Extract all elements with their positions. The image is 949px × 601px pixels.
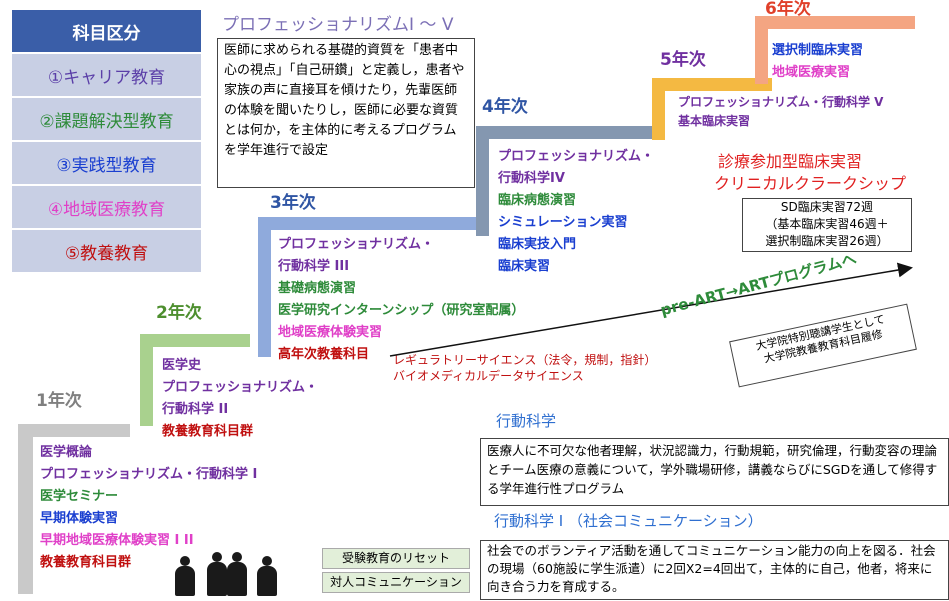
course-community-practice: 地域医療体験実習 bbox=[278, 325, 383, 340]
sd-line-1: SD臨床実習72週 bbox=[780, 200, 874, 214]
course-history: 医学史 bbox=[162, 358, 202, 373]
legend-item-practical: ③実践型教育 bbox=[12, 142, 201, 184]
year5-courses: プロフェッショナリズム・行動科学 V 基本臨床実習 bbox=[678, 93, 883, 131]
course-liberal-arts-2: 教養教育科目群 bbox=[162, 424, 254, 439]
legend-item-liberal-arts: ⑤教養教育 bbox=[12, 230, 201, 272]
course-professionalism-5: プロフェッショナリズム・行動科学 V bbox=[678, 95, 884, 109]
year4-label: 4年次 bbox=[482, 97, 528, 117]
legend-item-problem-solving: ②課題解決型教育 bbox=[12, 98, 201, 140]
stair-year5-side bbox=[652, 78, 665, 140]
year3-label: 3年次 bbox=[270, 193, 316, 213]
stair-year6-side bbox=[755, 16, 768, 84]
tag-exam-reset: 受験教育のリセット bbox=[322, 548, 470, 569]
stair-year2-top bbox=[140, 334, 250, 347]
sd-line-2: （基本臨床実習46週＋ bbox=[765, 217, 889, 231]
course-professionalism-4b: 行動科学IV bbox=[498, 171, 565, 186]
course-liberal-arts-1: 教養教育科目群 bbox=[40, 555, 132, 570]
course-professionalism-1: プロフェッショナリズム・行動科学 I bbox=[40, 467, 258, 482]
course-professionalism-3a: プロフェッショナリズム・ bbox=[278, 237, 435, 252]
year6-courses: 選択制臨床実習 地域医療実習 bbox=[772, 40, 863, 84]
course-professionalism-4a: プロフェッショナリズム・ bbox=[498, 149, 655, 164]
course-early-exposure: 早期体験実習 bbox=[40, 511, 119, 526]
course-intro-medicine: 医学概論 bbox=[40, 445, 93, 460]
tag-interpersonal: 対人コミュニケーション bbox=[322, 572, 470, 593]
stair-year3-top bbox=[258, 217, 488, 230]
course-advanced-liberal-arts: 高年次教養科目 bbox=[278, 347, 370, 362]
legend-title: 科目区分 bbox=[12, 10, 201, 52]
biomedical-data-note: バイオメディカルデータサイエンス bbox=[393, 369, 584, 383]
behavioral-title: 行動科学 bbox=[496, 412, 557, 430]
clinical-clerkship-jp: 診療参加型臨床実習 bbox=[718, 152, 863, 171]
course-clinical-practice: 臨床実習 bbox=[498, 259, 551, 274]
year2-label: 2年次 bbox=[156, 303, 202, 323]
social-comm-description: 社会でのボランティア活動を通してコミュニケーション能力の向上を図る．社会の現場（… bbox=[480, 540, 949, 600]
course-clinical-skills-intro: 臨床実技入門 bbox=[498, 237, 577, 252]
year3-courses: プロフェッショナリズム・ 行動科学 III 基礎病態演習 医学研究インターンシッ… bbox=[278, 234, 524, 366]
clinical-clerkship-kana: クリニカルクラークシップ bbox=[714, 174, 907, 193]
course-professionalism-3b: 行動科学 III bbox=[278, 259, 350, 274]
stair-year4-side bbox=[476, 126, 489, 236]
course-research-internship: 医学研究インターンシップ（研究室配属） bbox=[278, 303, 525, 318]
course-community-medicine: 地域医療実習 bbox=[772, 65, 851, 80]
year5-label: 5年次 bbox=[660, 50, 706, 70]
course-elective-clinical: 選択制臨床実習 bbox=[772, 43, 864, 58]
course-clinical-pathophysiology: 臨床病態演習 bbox=[498, 193, 577, 208]
pre-art-arrow bbox=[389, 262, 913, 357]
stair-year3-side bbox=[258, 217, 271, 357]
course-basic-pathophysiology: 基礎病態演習 bbox=[278, 281, 357, 296]
stair-year5-top bbox=[652, 78, 772, 91]
stair-gap bbox=[130, 424, 150, 594]
sd-line-3: 選択制臨床実習26週） bbox=[765, 234, 889, 248]
course-professionalism-2b: 行動科学 II bbox=[162, 402, 229, 417]
course-basic-clinical: 基本臨床実習 bbox=[678, 114, 751, 128]
stair-inner bbox=[33, 437, 133, 597]
course-professionalism-2a: プロフェッショナリズム・ bbox=[162, 380, 319, 395]
year2-courses: 医学史 プロフェッショナリズム・ 行動科学 II 教養教育科目群 bbox=[162, 355, 318, 443]
legend-item-community: ④地域医療教育 bbox=[12, 186, 201, 228]
legend-item-career: ①キャリア教育 bbox=[12, 54, 201, 96]
stair-year6-top bbox=[755, 16, 915, 29]
regulatory-science-note: レギュラトリーサイエンス（法令，規制，指針） bbox=[393, 353, 657, 367]
professionalism-description: 医師に求められる基礎的資質を「患者中心の視点」「自己研鑽」と定義し，患者や家族の… bbox=[217, 38, 475, 188]
stair-year4-top bbox=[476, 126, 656, 139]
year4-courses: プロフェッショナリズム・ 行動科学IV 臨床病態演習 シミュレーション実習 臨床… bbox=[498, 146, 654, 278]
social-comm-title: 行動科学 I （社会コミュニケーション） bbox=[494, 512, 763, 530]
year1-courses: 医学概論 プロフェッショナリズム・行動科学 I 医学セミナー 早期体験実習 早期… bbox=[40, 442, 257, 574]
course-simulation: シミュレーション実習 bbox=[498, 215, 628, 230]
sd-clinical-box: SD臨床実習72週 （基本臨床実習46週＋ 選択制臨床実習26週） bbox=[742, 198, 912, 252]
year6-label: 6年次 bbox=[765, 0, 811, 19]
behavioral-description: 医療人に不可欠な他者理解，状況認識力，行動規範，研究倫理，行動変容の理論とチーム… bbox=[480, 438, 949, 506]
stair-year2-side bbox=[140, 334, 153, 426]
course-medical-seminar: 医学セミナー bbox=[40, 489, 119, 504]
professionalism-title: プロフェッショナリズムI ～ V bbox=[222, 15, 454, 35]
year1-label: 1年次 bbox=[36, 391, 82, 411]
course-early-community: 早期地域医療体験実習 I II bbox=[40, 533, 194, 548]
